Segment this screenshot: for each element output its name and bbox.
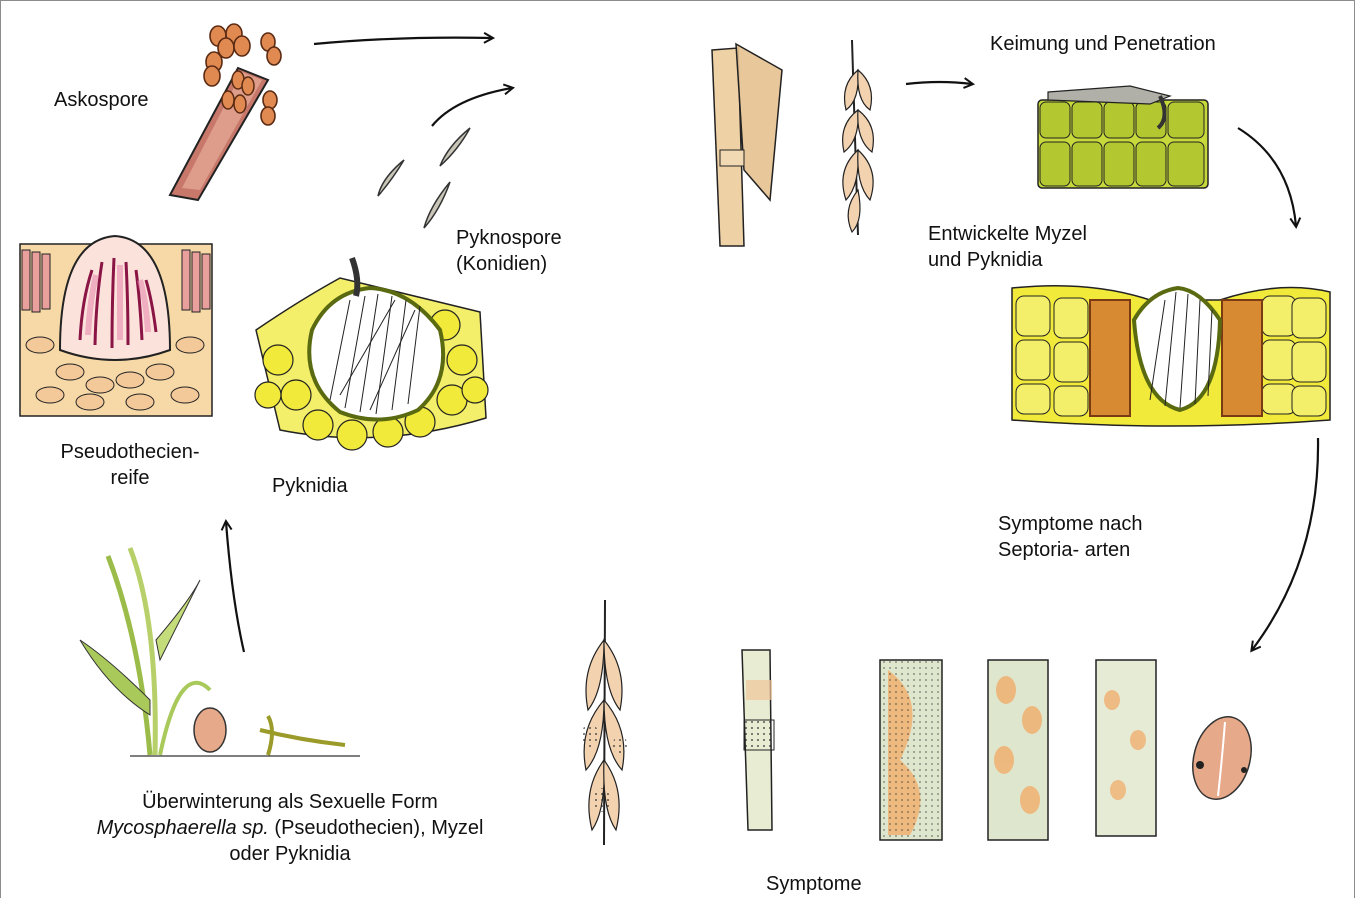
symptom-leaf-1 xyxy=(880,660,942,840)
label-mycosphaerella: Mycosphaerella sp. xyxy=(97,817,269,839)
penetration-section xyxy=(1038,86,1208,188)
label-pyknidia: Pyknidia xyxy=(272,474,348,499)
arrow-pyknospore-to-infection xyxy=(432,88,512,126)
label-und-pyknidia: und Pyknidia xyxy=(928,248,1043,273)
label-pseudothecien: Pseudothecien- xyxy=(40,440,220,465)
label-symptome: Symptome xyxy=(766,872,862,897)
symptom-leaf-2 xyxy=(988,660,1048,840)
label-reife: reife xyxy=(40,466,220,491)
symptom-leaf-3 xyxy=(1096,660,1156,836)
symptom-ear xyxy=(582,600,627,845)
label-pyknospore: Pyknospore xyxy=(456,226,562,251)
arrow-keimung-to-myzel xyxy=(1238,128,1296,226)
wheat-stem-infection xyxy=(712,44,782,246)
arrow-myzel-to-symptome xyxy=(1252,438,1318,650)
pseudothecium-section xyxy=(20,236,212,416)
mycelium-pycnidium-section xyxy=(1012,286,1330,426)
label-entwickelte-myzel: Entwickelte Myzel xyxy=(928,222,1087,247)
label-konidien: (Konidien) xyxy=(456,252,547,277)
label-pseudothecien-myzel: (Pseudothecien), Myzel xyxy=(269,817,484,839)
pycnospores xyxy=(378,128,470,228)
arrow-askospore-to-infection xyxy=(314,38,492,44)
label-septoria-arten: Septoria- arten xyxy=(998,538,1130,563)
label-oder-pyknidia: oder Pyknidia xyxy=(40,842,540,867)
label-askospore: Askospore xyxy=(54,88,149,113)
ascus xyxy=(170,68,268,200)
symptom-seed xyxy=(1184,710,1260,806)
arrow-to-keimung xyxy=(906,82,972,84)
label-ueberwinterung: Überwinterung als Sexuelle Form xyxy=(40,790,540,815)
arrow-ueberwinterung-up xyxy=(226,522,244,652)
label-mycosphaerella-line: Mycosphaerella sp. (Pseudothecien), Myze… xyxy=(20,816,560,841)
label-symptome-nach: Symptome nach xyxy=(998,512,1143,537)
overwintering-plants xyxy=(80,548,360,756)
wheat-ear-infection xyxy=(843,40,874,235)
pycnidium-section xyxy=(255,258,488,450)
label-keimung: Keimung und Penetration xyxy=(990,32,1216,57)
symptom-stem xyxy=(742,650,774,830)
